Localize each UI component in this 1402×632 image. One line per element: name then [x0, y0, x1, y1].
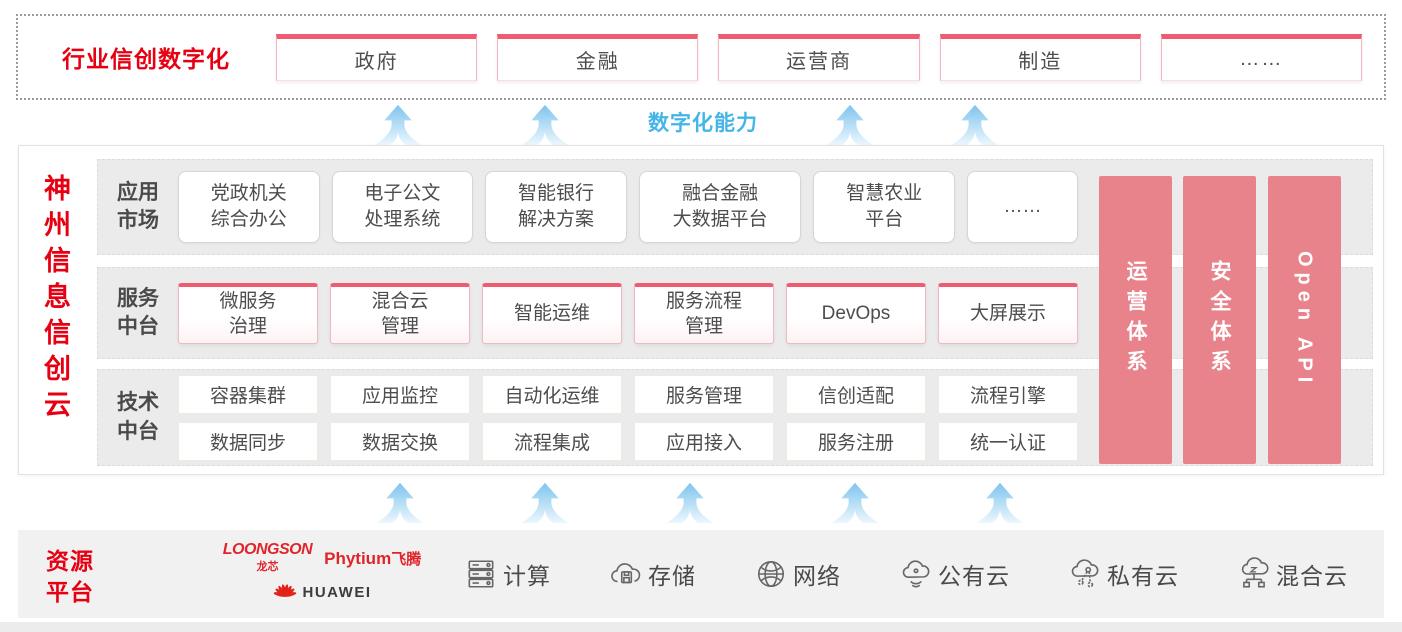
- server-icon: [468, 560, 494, 588]
- tech-box-auto-ops: 自动化运维: [482, 374, 622, 414]
- resource-item-compute: 计算: [464, 557, 551, 591]
- app-box-finance-bigdata: 融合金融 大数据平台: [638, 171, 802, 243]
- up-arrow-icon: [376, 482, 424, 524]
- storage-cloud-icon: [611, 563, 641, 584]
- bottom-divider: [0, 622, 1402, 632]
- pillar-security-system: 安全体系: [1183, 176, 1256, 464]
- cloud-platform-box: 神州信息信创云 应用 市场 党政机关 综合办公 电子公文 处理系统 智能银行 解…: [18, 145, 1384, 475]
- tech-box-service-registry: 服务注册: [786, 421, 926, 461]
- app-box-party-gov-office: 党政机关 综合办公: [178, 171, 320, 243]
- tech-box-data-sync: 数据同步: [178, 421, 318, 461]
- up-arrow-icon: [831, 482, 879, 524]
- public-cloud-icon: [902, 560, 930, 588]
- app-box-smart-agriculture: 智慧农业 平台: [813, 171, 956, 243]
- resource-platform-label: 资源 平台: [46, 548, 94, 606]
- service-box-big-screen: 大屏展示: [938, 282, 1078, 344]
- tech-box-xinchuang-adapt: 信创适配: [786, 374, 926, 414]
- service-box-microservice: 微服务 治理: [178, 282, 318, 344]
- app-box-e-document: 电子公文 处理系统: [331, 171, 474, 243]
- service-box-devops: DevOps: [786, 282, 926, 344]
- app-market-label: 应用 市场: [117, 180, 159, 232]
- service-platform-label: 服务 中台: [117, 286, 159, 338]
- up-arrow-icon: [976, 482, 1024, 524]
- tech-box-process-integration: 流程集成: [482, 421, 622, 461]
- vendor-logos: LOONGSON 龙芯 Phytium飞腾 HUAWE: [214, 541, 430, 604]
- platform-title: 神州信息信创云: [40, 174, 70, 426]
- tech-box-service-mgmt: 服务管理: [634, 374, 774, 414]
- industry-box-manufacturing: 制造: [939, 33, 1141, 81]
- industry-box-more: ……: [1160, 33, 1363, 81]
- app-market-row: 应用 市场 党政机关 综合办公 电子公文 处理系统 智能银行 解决方案 融合金融…: [97, 159, 1373, 255]
- huawei-flower-icon: [273, 584, 296, 597]
- app-box-smart-bank: 智能银行 解决方案: [485, 171, 627, 243]
- industry-row: 政府 金融 运营商 制造 ……: [276, 33, 1384, 81]
- industry-banner: 行业信创数字化 政府 金融 运营商 制造 ……: [16, 14, 1386, 100]
- hybrid-cloud-icon: [1241, 557, 1269, 588]
- phytium-logo: Phytium飞腾: [324, 549, 422, 568]
- service-platform-row: 服务 中台 微服务 治理 混合云 管理 智能运维 服务流程 管理 DevOps …: [97, 267, 1373, 359]
- loongson-logo: LOONGSON 龙芯: [222, 541, 313, 573]
- huawei-logo: HUAWEI: [214, 580, 430, 604]
- service-box-smart-ops: 智能运维: [482, 282, 622, 344]
- industry-box-government: 政府: [276, 33, 478, 81]
- service-box-service-process: 服务流程 管理: [634, 282, 774, 344]
- tech-box-container-cluster: 容器集群: [178, 374, 318, 414]
- service-box-hybrid-cloud-mgmt: 混合云 管理: [330, 282, 470, 344]
- pillar-open-api: Open API: [1268, 176, 1341, 464]
- up-arrow-icon: [826, 104, 874, 146]
- industry-banner-title: 行业信创数字化: [62, 46, 230, 72]
- resource-item-hybrid-cloud: 混合云: [1237, 557, 1348, 591]
- industry-box-finance: 金融: [497, 33, 699, 81]
- resource-item-storage: 存储: [609, 557, 696, 591]
- tech-box-data-exchange: 数据交换: [330, 421, 470, 461]
- up-arrow-icon: [951, 104, 999, 146]
- network-globe-icon: [757, 560, 785, 588]
- tech-box-process-engine: 流程引擎: [938, 374, 1078, 414]
- tech-platform-label: 技术 中台: [117, 391, 159, 443]
- app-box-more: ……: [967, 171, 1078, 243]
- up-arrow-icon: [521, 482, 569, 524]
- up-arrow-icon: [374, 104, 422, 146]
- up-arrow-icon: [521, 104, 569, 146]
- capability-label: 数字化能力: [648, 112, 758, 135]
- resource-item-public-cloud: 公有云: [899, 557, 1010, 591]
- tech-box-app-monitor: 应用监控: [330, 374, 470, 414]
- resource-item-private-cloud: 私有云: [1068, 557, 1179, 591]
- private-cloud-icon: [1071, 559, 1099, 588]
- pillar-operation-system: 运营体系: [1099, 176, 1172, 464]
- up-arrow-icon: [666, 482, 714, 524]
- tech-platform-row: 技术 中台 容器集群 应用监控 自动化运维 服务管理 信创适配 流程引擎 数据同…: [97, 369, 1373, 466]
- resource-item-network: 网络: [754, 557, 841, 591]
- tech-box-unified-auth: 统一认证: [938, 421, 1078, 461]
- resource-platform-box: 资源 平台 LOONGSON 龙芯 Phytium飞腾: [18, 530, 1384, 618]
- tech-box-app-access: 应用接入: [634, 421, 774, 461]
- industry-box-operator: 运营商: [718, 33, 920, 81]
